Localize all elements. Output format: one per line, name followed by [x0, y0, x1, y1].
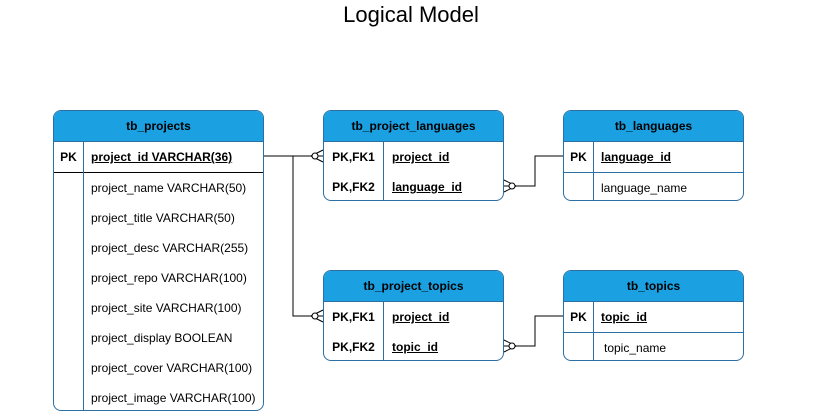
table-header: tb_project_languages [324, 111, 503, 142]
table-tb-project-languages[interactable]: tb_project_languages PK,FK1 project_id P… [323, 110, 504, 201]
optional-circle-icon [311, 152, 319, 160]
field-name: topic_id [392, 340, 439, 354]
field-name: project_image VARCHAR(100) [91, 391, 256, 405]
table-header: tb_topics [564, 271, 743, 302]
field-name: project_site VARCHAR(100) [91, 301, 242, 315]
table-row-pk: PK topic_id [564, 302, 743, 333]
key-label: PK [564, 302, 594, 332]
table-header: tb_project_topics [324, 271, 503, 302]
link-languages-to-project-languages [504, 155, 563, 187]
table-row: project_repo VARCHAR(100) [54, 263, 263, 293]
field-name: topic_name [604, 341, 667, 355]
key-label [564, 333, 594, 360]
field-name: topic_id [601, 310, 648, 324]
table-row: project_image VARCHAR(100) [54, 383, 263, 410]
table-row-pk-fk1: PK,FK1 project_id [324, 142, 503, 172]
optional-circle-icon [311, 312, 319, 320]
table-row: project_title VARCHAR(50) [54, 203, 263, 233]
table-row-pk-fk2: PK,FK2 language_id [324, 172, 503, 200]
field-name: project_repo VARCHAR(100) [91, 271, 247, 285]
field-name: project_cover VARCHAR(100) [91, 361, 253, 375]
table-row: topic_name [564, 333, 743, 360]
field-name: language_id [392, 180, 463, 194]
key-label: PK [54, 142, 84, 172]
table-row: project_name VARCHAR(50) [54, 173, 263, 203]
diagram-title: Logical Model [343, 2, 479, 27]
table-tb-project-topics[interactable]: tb_project_topics PK,FK1 project_id PK,F… [323, 270, 504, 361]
field-name: project_id [392, 150, 450, 164]
table-row-pk-fk2: PK,FK2 topic_id [324, 332, 503, 360]
table-header: tb_projects [54, 111, 263, 142]
field-name: language_name [601, 181, 688, 195]
table-row-pk: PK language_id [564, 142, 743, 173]
table-row-pk-fk1: PK,FK1 project_id [324, 302, 503, 332]
table-tb-projects[interactable]: tb_projects PK project_id VARCHAR(36) pr… [53, 110, 264, 411]
field-name: project_desc VARCHAR(255) [91, 241, 249, 255]
table-row: project_site VARCHAR(100) [54, 293, 263, 323]
key-label: PK,FK2 [324, 332, 384, 360]
key-label [564, 173, 594, 200]
key-column [54, 172, 84, 410]
optional-circle-icon [508, 342, 516, 350]
table-tb-languages[interactable]: tb_languages PK language_id language_nam… [563, 110, 744, 201]
table-header: tb_languages [564, 111, 743, 142]
field-name: project_name VARCHAR(50) [91, 181, 247, 195]
field-name: project_id [392, 310, 450, 324]
table-row: project_desc VARCHAR(255) [54, 233, 263, 263]
link-topics-to-project-topics [504, 315, 563, 347]
key-label: PK [564, 142, 594, 172]
key-label: PK,FK1 [324, 142, 384, 172]
field-name: language_id [601, 150, 672, 164]
optional-circle-icon [508, 182, 516, 190]
field-name: project_title VARCHAR(50) [91, 211, 235, 225]
table-row: language_name [564, 173, 743, 200]
table-row: project_cover VARCHAR(100) [54, 353, 263, 383]
field-name: project_display BOOLEAN [91, 331, 233, 345]
table-row-pk: PK project_id VARCHAR(36) [54, 142, 263, 173]
key-label: PK,FK1 [324, 302, 384, 332]
field-name: project_id VARCHAR(36) [91, 150, 233, 164]
table-tb-topics[interactable]: tb_topics PK topic_id topic_name [563, 270, 744, 361]
link-projects-to-project-topics [264, 155, 323, 317]
table-row: project_display BOOLEAN [54, 323, 263, 353]
key-label: PK,FK2 [324, 172, 384, 200]
